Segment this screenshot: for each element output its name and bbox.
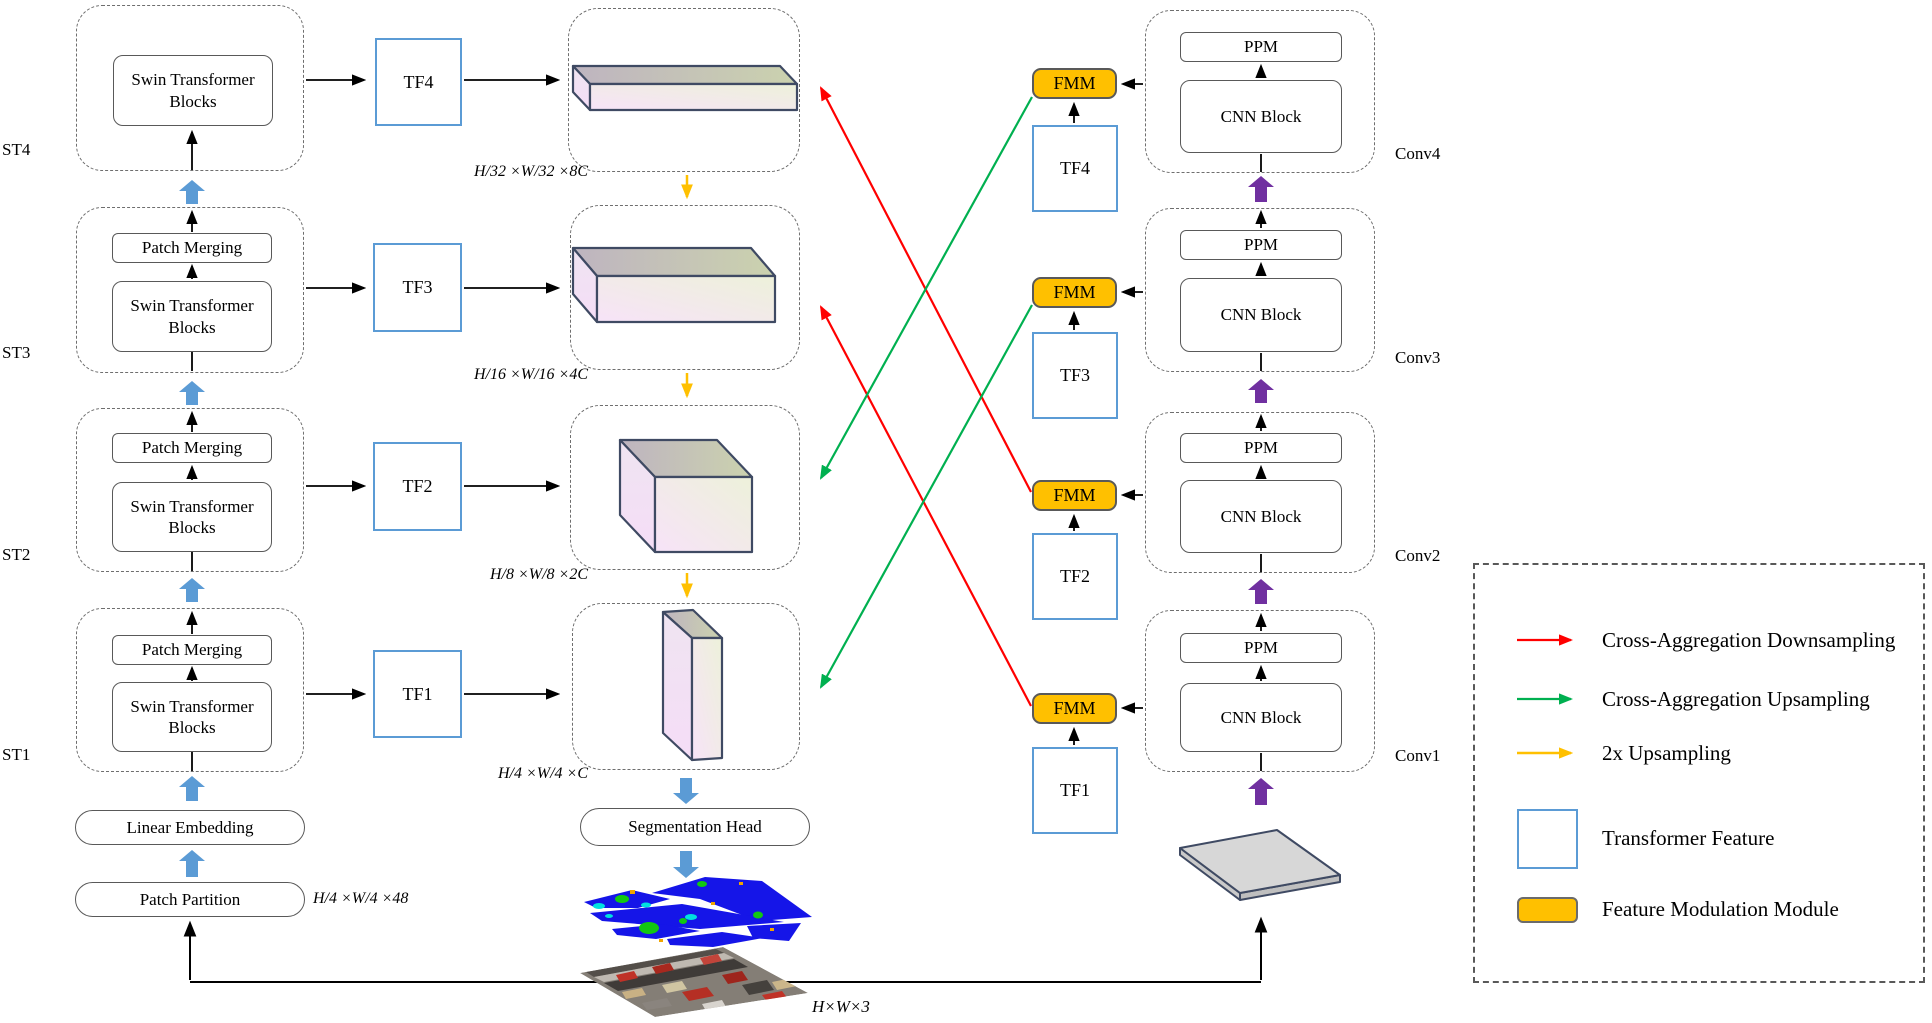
swin-blocks-st3: Swin Transformer Blocks [112,281,272,352]
cnn-block-conv3: CNN Block [1180,278,1342,352]
cnn-block-conv4: CNN Block [1180,80,1342,153]
conv-container-conv4 [1145,10,1375,173]
conv-container-conv1 [1145,610,1375,772]
stage-label-st3: ST3 [2,343,31,362]
blue-block-arrows [179,180,699,878]
feature-cube-h8 [618,438,754,554]
cross-aggregation-downsampling-arrows [820,86,1032,707]
dim-label-h4: H/4 ×W/4 ×C [497,765,588,782]
stage-container-st4 [76,5,304,171]
fmm2-box: FMM [1032,480,1117,511]
legend-red-arrow-icon [1517,634,1574,646]
cnn-input-slab [1179,829,1341,901]
patch-merging-st1: Patch Merging [112,635,272,665]
tf1-right-box: TF1 [1032,747,1118,834]
patch-partition: Patch Partition [75,882,305,917]
stage-label-st1: ST1 [2,745,31,764]
tf4-right-box: TF4 [1032,125,1118,212]
fmm1-box: FMM [1032,693,1117,724]
swin-blocks-st1: Swin Transformer Blocks [112,682,272,752]
cross-aggregation-upsampling-arrows [819,96,1033,689]
segmentation-head: Segmentation Head [580,808,810,846]
tf3-left-box: TF3 [373,243,462,332]
swin-blocks-st4: Swin Transformer Blocks [113,55,273,126]
conv-label-conv2: Conv2 [1395,546,1441,565]
conv-container-conv3 [1145,208,1375,372]
feature-cube-h16 [571,246,777,324]
legend-transformer-feature-icon [1517,809,1578,869]
black-arrows [186,63,1267,771]
purple-block-arrows [1248,176,1274,805]
feature-container-h16 [570,205,800,370]
tf2-left-box: TF2 [373,442,462,531]
feature-cube-h4 [661,608,724,762]
ppm-conv1: PPM [1180,633,1342,663]
fmm3-box: FMM [1032,277,1117,308]
legend-item-cross-down: Cross-Aggregation Downsampling [1602,627,1896,652]
legend-green-arrow-icon [1517,693,1574,705]
stage-container-st2 [76,408,304,572]
conv-label-conv3: Conv3 [1395,348,1441,367]
cnn-block-conv2: CNN Block [1180,480,1342,553]
stage-label-st2: ST2 [2,545,31,564]
legend-fmm-icon [1517,897,1578,923]
tf2-right-box: TF2 [1032,533,1118,620]
dim-label-h8: H/8 ×W/8 ×2C [489,566,588,583]
patch-partition-dim-label: H/4 ×W/4 ×48 [313,890,409,907]
linear-embedding: Linear Embedding [75,810,305,845]
legend-box: Cross-Aggregation Downsampling Cross-Agg… [1473,563,1925,983]
swin-blocks-st2: Swin Transformer Blocks [112,482,272,552]
dim-label-h32: H/32 ×W/32 ×8C [473,163,588,180]
input-dim-label: H×W×3 [812,997,870,1016]
input-aerial-image [580,947,808,1017]
legend-item-fmm: Feature Modulation Module [1602,896,1839,921]
feature-cube-h32 [571,64,799,112]
ppm-conv3: PPM [1180,230,1342,260]
legend-item-cross-up: Cross-Aggregation Upsampling [1602,686,1870,711]
stage-container-st3 [76,207,304,373]
stage-label-st4: ST4 [2,140,31,159]
conv-label-conv4: Conv4 [1395,144,1441,163]
conv-container-conv2 [1145,412,1375,573]
segmentation-map-image [584,877,812,947]
tf4-left-box: TF4 [375,38,462,126]
tf3-right-box: TF3 [1032,332,1118,419]
conv-label-conv1: Conv1 [1395,746,1441,765]
patch-merging-st3: Patch Merging [112,233,272,263]
ppm-conv2: PPM [1180,433,1342,463]
feature-container-h8 [570,405,800,570]
stage-container-st1 [76,608,304,772]
ppm-conv4: PPM [1180,32,1342,62]
cnn-block-conv1: CNN Block [1180,683,1342,752]
tf1-left-box: TF1 [373,650,462,738]
legend-orange-arrow-icon [1517,747,1574,759]
fmm4-box: FMM [1032,68,1117,99]
dim-label-h16: H/16 ×W/16 ×4C [473,366,588,383]
feature-container-h32 [568,8,800,172]
legend-item-transformer-feature: Transformer Feature [1602,825,1775,850]
legend-item-2x-upsampling: 2x Upsampling [1602,740,1731,765]
feature-container-h4 [572,603,800,770]
patch-merging-st2: Patch Merging [112,433,272,463]
